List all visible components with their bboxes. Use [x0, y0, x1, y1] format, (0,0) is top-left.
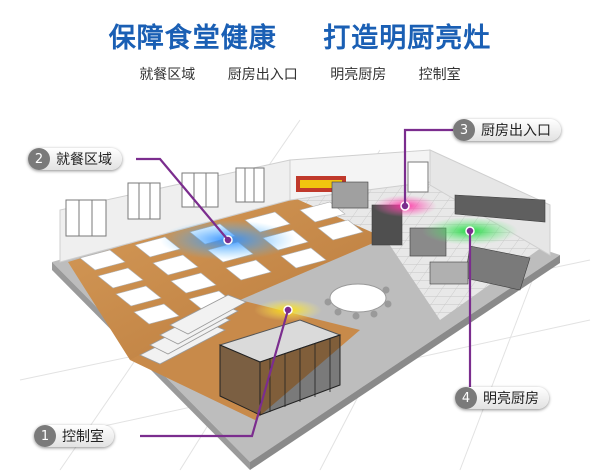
slab-right-edge	[250, 255, 560, 470]
windows	[65, 161, 429, 237]
callout-kitchen-entrance: 3 厨房出入口	[453, 119, 561, 141]
chairs	[324, 286, 392, 320]
subnav-item-control-room: 控制室	[418, 67, 461, 83]
leader-lines	[136, 128, 472, 438]
round-table	[329, 283, 387, 313]
callout-label: 控制室	[62, 429, 104, 445]
subnav-item-kitchen-entrance: 厨房出入口	[227, 67, 298, 83]
callout-number: 2	[28, 148, 50, 170]
callout-number: 3	[453, 119, 475, 141]
callout-label: 就餐区域	[56, 152, 112, 168]
callout-label: 明亮厨房	[483, 391, 539, 407]
subnav: 就餐区域 厨房出入口 明亮厨房 控制室	[0, 64, 600, 84]
staircase	[139, 294, 247, 365]
callout-dining-area: 2 就餐区域	[28, 148, 122, 170]
subnav-item-dining: 就餐区域	[139, 67, 196, 83]
callout-number: 4	[455, 387, 477, 409]
callout-label: 厨房出入口	[481, 123, 551, 139]
page-title: 保障食堂健康 打造明厨亮灶	[0, 16, 600, 55]
title-right: 打造明厨亮灶	[323, 23, 492, 54]
callout-bright-kitchen: 4 明亮厨房	[455, 387, 549, 409]
subnav-item-bright-kitchen: 明亮厨房	[330, 67, 387, 83]
title-left: 保障食堂健康	[108, 23, 277, 54]
callout-number: 1	[34, 425, 56, 447]
callout-control-room: 1 控制室	[34, 425, 114, 447]
